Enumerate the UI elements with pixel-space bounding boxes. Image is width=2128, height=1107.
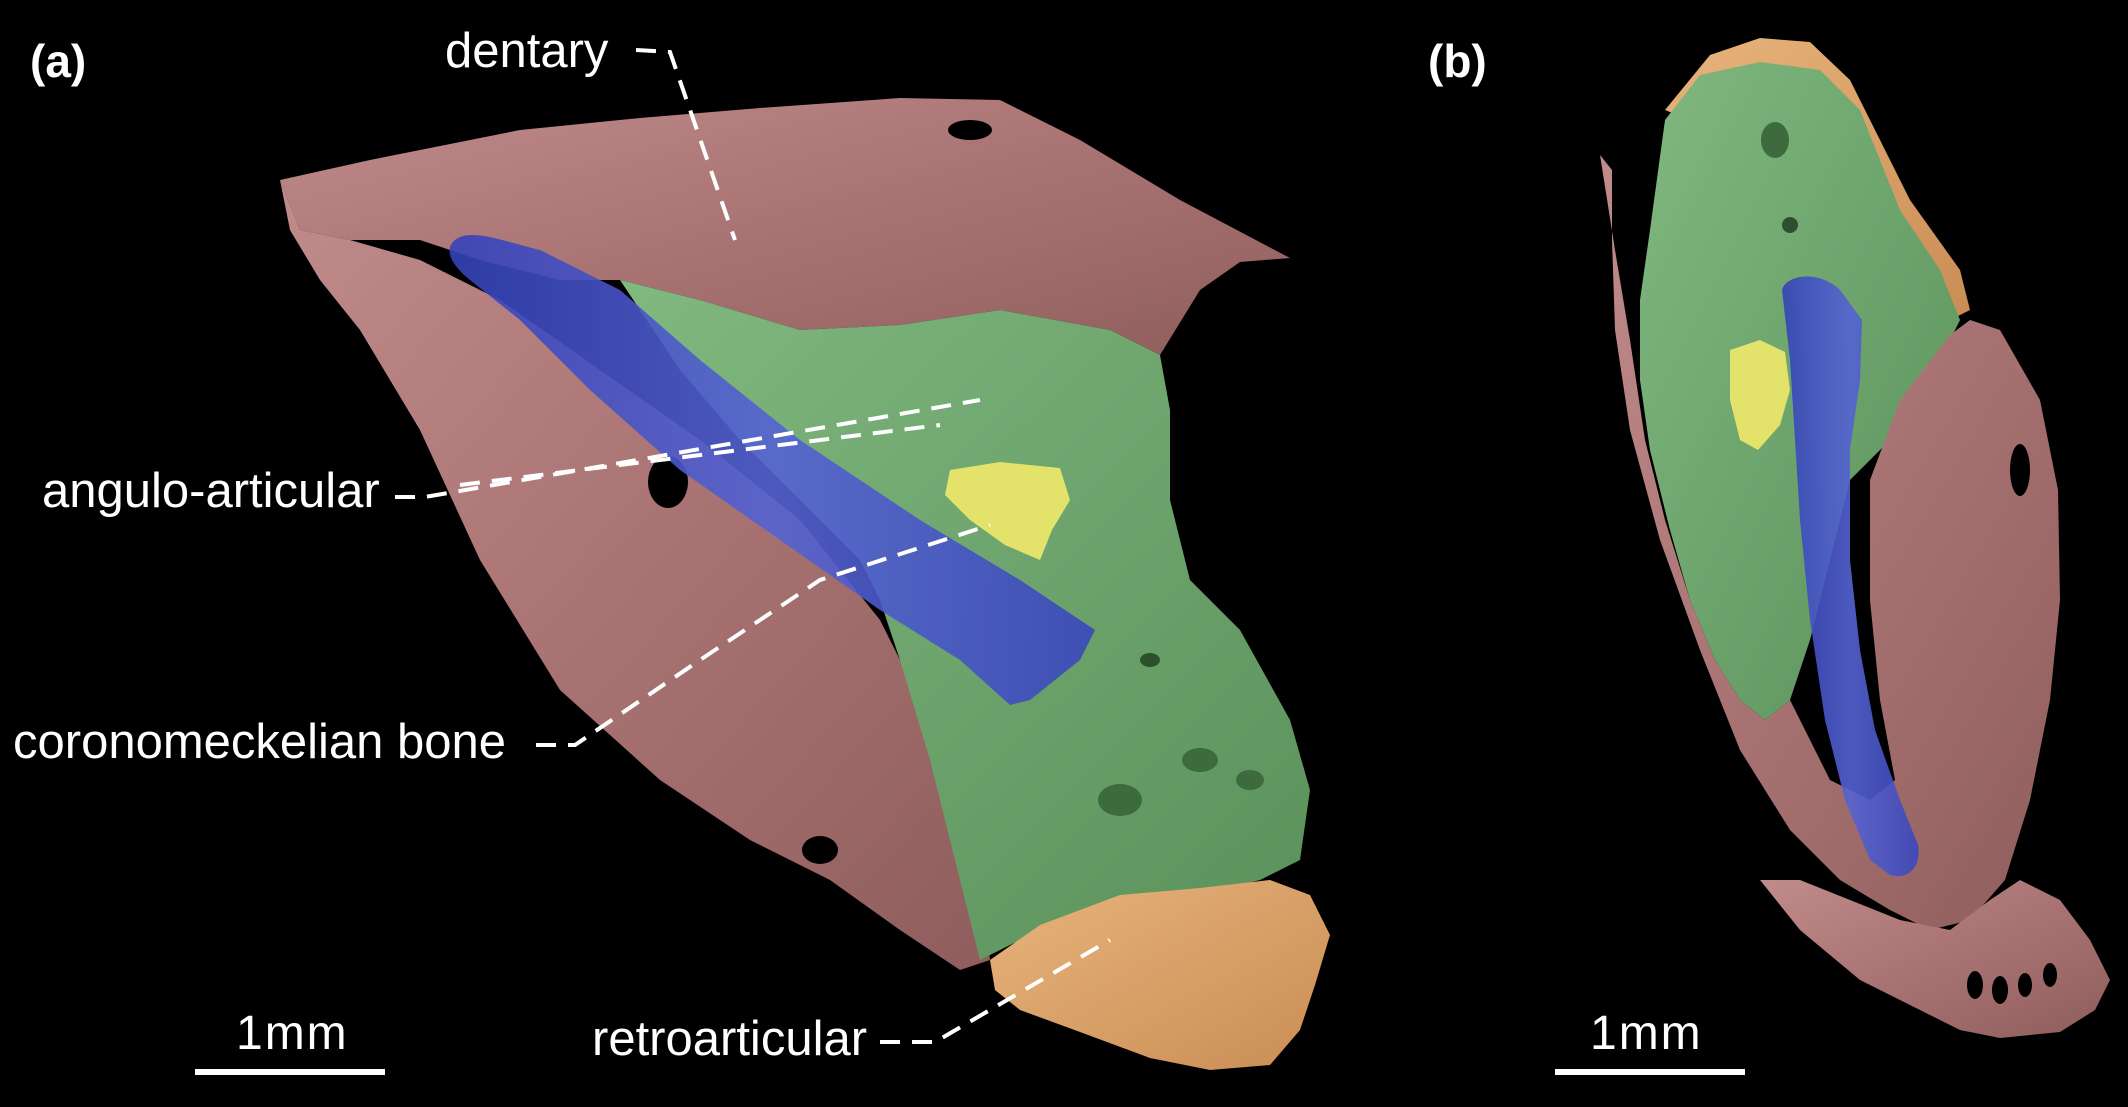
angulo-articular-pit2-b <box>1782 217 1798 233</box>
dentary-tooth-socket4-b <box>2043 963 2057 987</box>
label-coronomeckelian: coronomeckelian bone <box>13 715 507 769</box>
scale-label-a: 1mm <box>236 1007 349 1060</box>
coronomeckelian-bone-b <box>1782 276 1919 877</box>
angulo-articular-pit3-a <box>1182 748 1218 772</box>
dentary-tooth-socket1-b <box>1967 971 1983 999</box>
dentary-gap-a <box>802 836 838 864</box>
scale-bar-b <box>1555 1069 1745 1075</box>
panel-a-model <box>280 98 1330 1070</box>
scale-bar-a <box>195 1069 385 1075</box>
retroarticular-leader <box>880 938 1112 1044</box>
dentary-bone-b <box>1600 155 2060 930</box>
angulo-articular-leader-1 <box>395 398 981 499</box>
coronomeckelian-leader <box>536 523 991 747</box>
dentary-lower-a <box>280 180 990 970</box>
angulo-articular-pit1-b <box>1761 122 1789 158</box>
dentary-lower-edge-b <box>1760 880 2110 1038</box>
angulo-articular-leader-2 <box>459 423 941 487</box>
dentary-foramen2-b <box>1682 682 1698 718</box>
dentary-tooth-socket3-b <box>2018 973 2032 997</box>
coronomeckelian-bone-a <box>449 234 1095 705</box>
label-dentary: dentary <box>445 24 609 78</box>
angulo-articular-pit1-a <box>1140 653 1160 667</box>
panel-a-label: (a) <box>30 35 87 87</box>
label-retroarticular: retroarticular <box>592 1012 868 1066</box>
yellow-bone-b <box>1730 340 1790 450</box>
dentary-tooth-socket2-b <box>1992 976 2008 1004</box>
retroarticular-bone-a <box>990 880 1330 1070</box>
dentary-bone-a <box>280 98 1290 355</box>
dentary-foramen-b <box>2010 444 2030 496</box>
label-angulo-articular: angulo-articular <box>42 464 380 518</box>
angulo-articular-pit2-a <box>1098 784 1142 816</box>
dentary-foramen-a <box>648 456 688 508</box>
angulo-articular-pit4-a <box>1236 770 1264 790</box>
leader-lines <box>395 48 1112 1044</box>
dentary-leader <box>635 48 737 241</box>
panel-b-model <box>1600 38 2110 1038</box>
panel-b-label: (b) <box>1428 35 1487 87</box>
scale-label-b: 1mm <box>1590 1007 1703 1060</box>
dentary-pit-a <box>948 120 992 140</box>
yellow-bone-a <box>945 462 1070 560</box>
